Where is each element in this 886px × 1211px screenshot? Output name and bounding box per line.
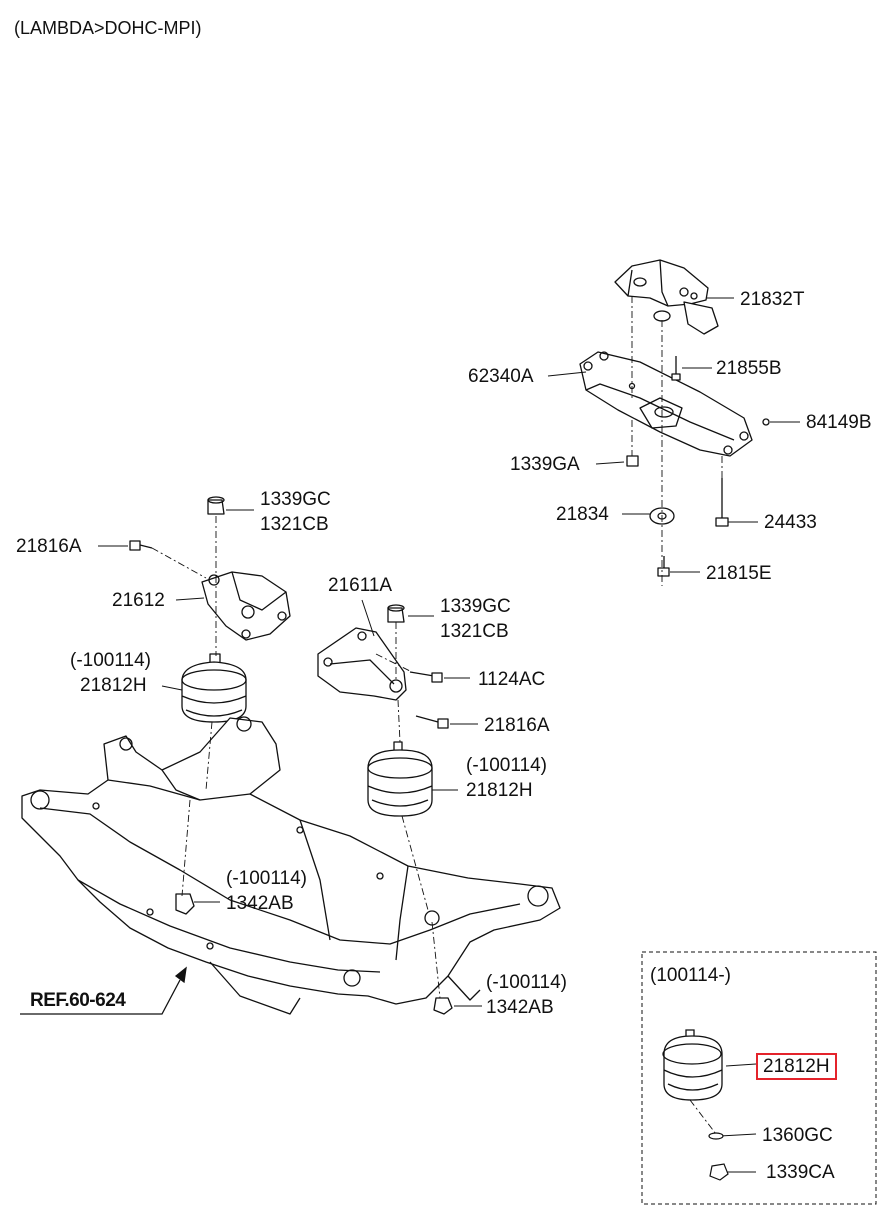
- transmission-mount-bracket[interactable]: [614, 259, 719, 335]
- label-21834[interactable]: 21834: [556, 504, 609, 525]
- bolt-1124ac[interactable]: [409, 671, 443, 683]
- note-100114-bolt: (-100114): [226, 868, 307, 889]
- nut-1339gc-right[interactable]: [387, 604, 405, 623]
- inset-title: (100114-): [650, 965, 731, 986]
- engine-mount-21812h-inset[interactable]: [662, 1029, 723, 1101]
- diagram-title: (LAMBDA>DOHC-MPI): [14, 18, 202, 38]
- leader-lines: [98, 297, 800, 1173]
- reference-label[interactable]: REF.60-624: [30, 990, 126, 1011]
- label-84149b[interactable]: 84149B: [806, 412, 872, 433]
- note-100114-left: (-100114): [70, 650, 151, 671]
- label-1321cb-right[interactable]: 1321CB: [440, 621, 509, 642]
- label-21612[interactable]: 21612: [112, 590, 165, 611]
- bolt-21816a-right[interactable]: [415, 715, 449, 729]
- label-21815e[interactable]: 21815E: [706, 563, 772, 584]
- label-62340a[interactable]: 62340A: [468, 366, 534, 387]
- bolt-21815e[interactable]: [657, 556, 670, 577]
- plug-84149b[interactable]: [762, 418, 770, 426]
- note-100114-lower: (-100114): [486, 972, 567, 993]
- label-24433[interactable]: 24433: [764, 512, 817, 533]
- nut-1342ab-center[interactable]: [175, 893, 195, 915]
- engine-mount-bracket-right[interactable]: [317, 627, 407, 701]
- bolt-24433[interactable]: [715, 478, 729, 527]
- label-21832t[interactable]: 21832T: [740, 289, 805, 310]
- label-21816a-right[interactable]: 21816A: [484, 715, 550, 736]
- label-21812h-left[interactable]: 21812H: [80, 675, 147, 696]
- label-1124ac[interactable]: 1124AC: [478, 669, 546, 690]
- label-21812h-center[interactable]: 21812H: [466, 780, 533, 801]
- bolt-21855b[interactable]: [671, 356, 681, 381]
- nut-1339gc-left[interactable]: [207, 496, 225, 515]
- engine-mount-bracket-left[interactable]: [201, 571, 291, 641]
- nut-1339ga[interactable]: [626, 455, 639, 467]
- label-1321cb-left[interactable]: 1321CB: [260, 514, 329, 535]
- nut-1339ca[interactable]: [709, 1163, 729, 1181]
- transmission-crossmember[interactable]: [579, 351, 753, 457]
- label-1360gc[interactable]: 1360GC: [762, 1125, 833, 1146]
- label-1339ca[interactable]: 1339CA: [766, 1162, 835, 1183]
- label-21855b[interactable]: 21855B: [716, 358, 782, 379]
- label-1339ga[interactable]: 1339GA: [510, 454, 580, 475]
- washer-1360gc[interactable]: [708, 1132, 724, 1140]
- nut-1342ab-lower[interactable]: [433, 997, 453, 1015]
- label-1342ab-center[interactable]: 1342AB: [226, 893, 294, 914]
- label-1339gc-left[interactable]: 1339GC: [260, 489, 331, 510]
- bolt-21816a-left[interactable]: [129, 540, 153, 551]
- label-21812h-highlighted[interactable]: 21812H: [756, 1053, 837, 1080]
- label-21611a[interactable]: 21611A: [328, 575, 393, 596]
- front-subframe[interactable]: [21, 716, 561, 1015]
- inset-box: [641, 951, 877, 1205]
- label-1339gc-right[interactable]: 1339GC: [440, 596, 511, 617]
- label-21816a-left[interactable]: 21816A: [16, 536, 82, 557]
- label-1342ab-lower[interactable]: 1342AB: [486, 997, 554, 1018]
- reference-arrow: [20, 966, 187, 1015]
- engine-mount-21812h-center[interactable]: [367, 741, 433, 817]
- alignment-lines: [151, 296, 723, 1135]
- engine-mount-21812h-left[interactable]: [181, 653, 247, 723]
- note-100114-center: (-100114): [466, 755, 547, 776]
